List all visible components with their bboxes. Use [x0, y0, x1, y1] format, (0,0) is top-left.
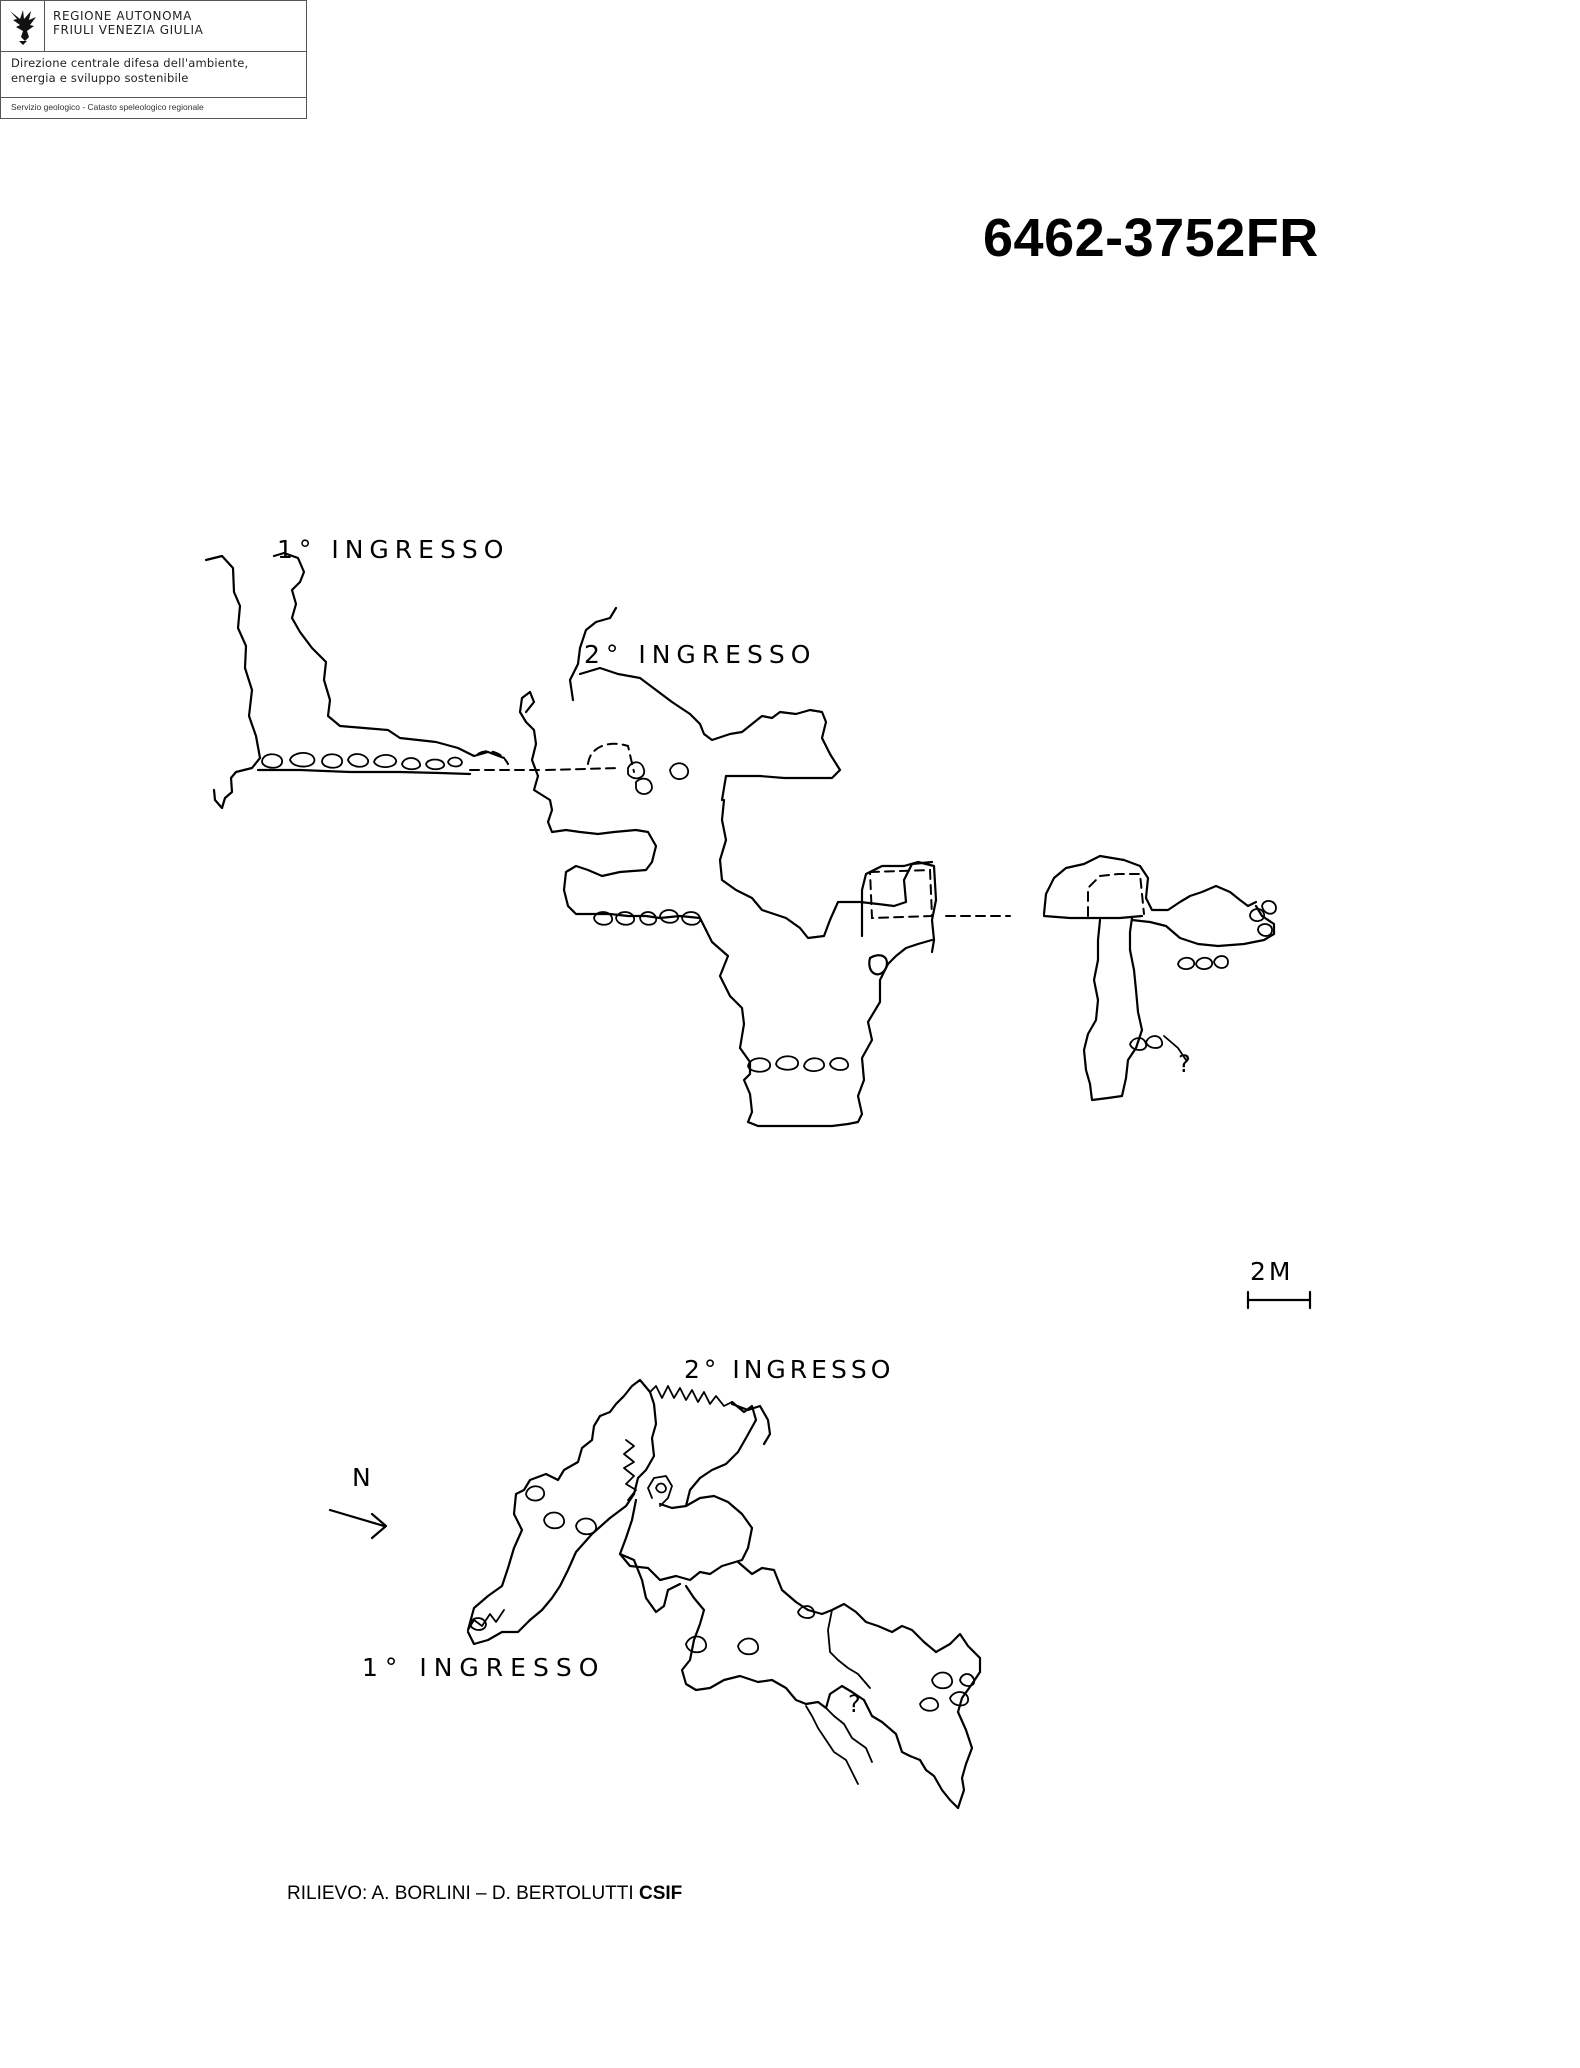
region-line-2: FRIULI VENEZIA GIULIA [53, 23, 204, 37]
plan-wall [827, 1609, 871, 1689]
section-dashed-link [545, 767, 621, 771]
region-name: REGIONE AUTONOMA FRIULI VENEZIA GIULIA [53, 9, 203, 37]
institution-header: REGIONE AUTONOMA FRIULI VENEZIA GIULIA D… [0, 0, 307, 119]
plan-wall [466, 1484, 638, 1646]
boulder-cluster [1129, 900, 1277, 1051]
scale-bar-label: 2M [1250, 1257, 1293, 1286]
directorate-line-1: Direzione centrale difesa dell'ambiente, [11, 56, 249, 70]
plan-wall [680, 1584, 960, 1810]
section-wall [868, 954, 888, 976]
scale-bar-line [1246, 1290, 1312, 1310]
plan-wall [805, 1705, 859, 1785]
logo-cell [1, 1, 45, 51]
region-line-1: REGIONE AUTONOMA [53, 9, 192, 23]
section-dashed-link [587, 742, 635, 773]
cave-plan-view: N [328, 1355, 982, 1810]
plan-entrance-1-label: 1° INGRESSO [362, 1653, 605, 1682]
plan-wall [466, 1378, 658, 1632]
section-wall [1042, 854, 1258, 916]
boulder-cluster [469, 1485, 975, 1712]
plan-entrance-2-edge [623, 1439, 637, 1501]
boulder-cluster [627, 761, 689, 795]
section-wall [860, 860, 938, 954]
boulder-row [261, 752, 463, 771]
section-wall [578, 666, 842, 802]
cave-section-view: 1° INGRESSO 2° INGRESSO ? [204, 535, 1277, 1128]
section-wall [1042, 914, 1144, 920]
section-dashed-link [477, 750, 509, 765]
section-wall [272, 551, 506, 760]
section-wall [568, 606, 618, 702]
section-entrance-1-label: 1° INGRESSO [277, 535, 509, 564]
header-divider [1, 97, 306, 98]
survey-credit-authors: RILIEVO: A. BORLINI – D. BERTOLUTTI [287, 1883, 639, 1904]
section-wall [204, 554, 262, 810]
eagle-emblem-icon [10, 10, 36, 45]
section-wall [1163, 1035, 1187, 1061]
plan-wall [684, 1400, 758, 1508]
section-wall [256, 768, 472, 776]
plan-unexplored-mark: ? [848, 1690, 861, 1718]
survey-credit-group: CSIF [638, 1883, 683, 1904]
section-wall [718, 798, 934, 940]
section-wall [518, 690, 708, 932]
plan-wall [730, 1402, 772, 1446]
north-arrow-icon [328, 1508, 388, 1540]
survey-credit: RILIEVO: A. BORLINI – D. BERTOLUTTI CSIF [287, 1883, 682, 1905]
plan-wall [736, 1560, 938, 1654]
section-unexplored-mark: ? [1178, 1050, 1191, 1078]
service-name: Servizio geologico - Catasto speleologic… [11, 102, 204, 112]
header-divider [1, 51, 306, 52]
plan-wall [934, 1632, 982, 1810]
scale-bar: 2M [1246, 1257, 1312, 1310]
boulder-row [747, 1055, 849, 1073]
section-wall [1082, 916, 1144, 1102]
section-wall [704, 928, 934, 1128]
plan-entrance-2-edge [649, 1385, 733, 1407]
plan-wall [655, 1482, 667, 1494]
cadastre-code: 6462-3752FR [983, 208, 1319, 268]
plan-wall [618, 1494, 754, 1582]
section-entrance-2-label: 2° INGRESSO [584, 640, 816, 669]
directorate-line-2: energia e sviluppo sostenibile [11, 71, 189, 85]
plan-wall [618, 1552, 682, 1614]
north-label: N [352, 1463, 371, 1492]
plan-wall [825, 1707, 873, 1763]
plan-entrance-1-edge [467, 1609, 505, 1631]
section-dashed-link [868, 868, 934, 920]
boulder-row [593, 909, 701, 926]
plan-wall [647, 1475, 673, 1507]
section-wall [1130, 904, 1276, 948]
plan-entrance-2-label: 2° INGRESSO [684, 1355, 894, 1384]
directorate-name: Direzione centrale difesa dell'ambiente,… [11, 56, 248, 86]
section-dashed-link [1087, 873, 1145, 917]
